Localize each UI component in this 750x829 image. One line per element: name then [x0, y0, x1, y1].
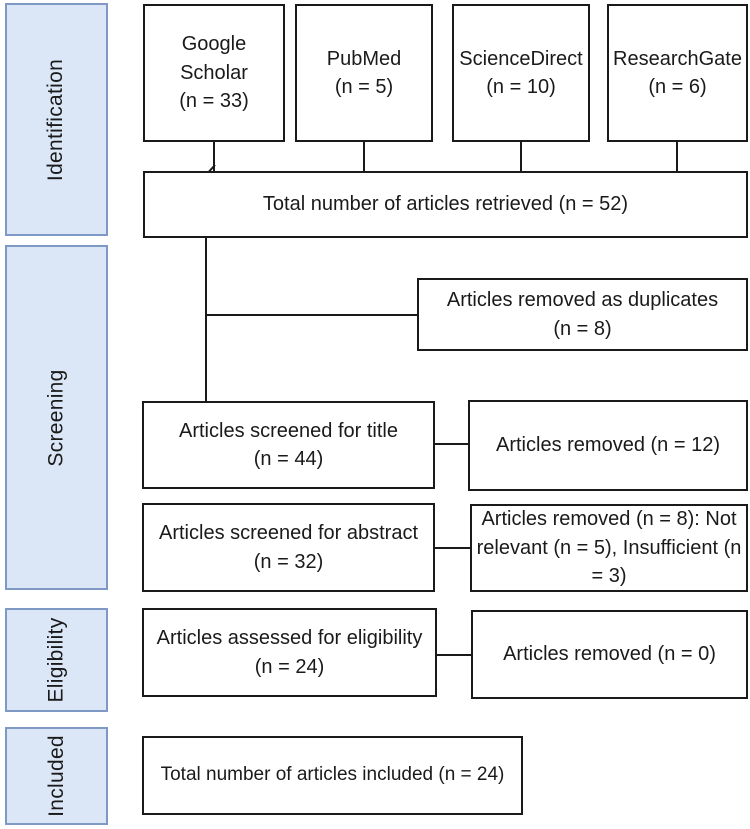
box-label: Articles screened for abstract (n = 32): [159, 522, 418, 573]
source-box-google-scholar: Google Scholar (n = 33): [143, 4, 285, 142]
source-box-pubmed: PubMed (n = 5): [295, 4, 433, 142]
stage-identification: Identification: [5, 3, 108, 236]
box-label: Total number of articles included (n = 2…: [160, 764, 505, 786]
stage-label: Screening: [44, 368, 68, 467]
flow-box-removed-duplicates: Articles removed as duplicates (n = 8): [417, 278, 748, 351]
box-label: Total number of articles retrieved (n = …: [262, 193, 629, 216]
source-box-sciencedirect: ScienceDirect (n = 10): [452, 4, 590, 142]
box-label: ResearchGate (n = 6): [613, 47, 742, 98]
box-label: PubMed (n = 5): [326, 47, 402, 98]
flow-box-screened-title: Articles screened for title (n = 44): [142, 401, 435, 489]
stage-included: Included: [5, 727, 108, 825]
box-label: Articles removed (n = 12): [496, 434, 720, 457]
box-label: ScienceDirect (n = 10): [459, 47, 583, 98]
stage-label: Eligibility: [44, 617, 68, 703]
stage-label: Included: [44, 735, 68, 817]
stage-screening: Screening: [5, 245, 108, 590]
box-label: Articles removed (n = 8): Not relevant (…: [476, 508, 742, 588]
flow-box-total-included: Total number of articles included (n = 2…: [142, 736, 523, 815]
stage-eligibility: Eligibility: [5, 608, 108, 712]
stage-label: Identification: [44, 58, 68, 181]
flow-box-assessed-eligibility: Articles assessed for eligibility (n = 2…: [142, 608, 437, 697]
box-label: Google Scholar (n = 33): [179, 33, 249, 113]
source-box-researchgate: ResearchGate (n = 6): [607, 4, 748, 142]
flow-box-removed-abstract: Articles removed (n = 8): Not relevant (…: [470, 504, 748, 592]
flow-box-total-retrieved: Total number of articles retrieved (n = …: [143, 171, 748, 238]
box-label: Articles assessed for eligibility (n = 2…: [156, 627, 423, 678]
box-label: Articles screened for title (n = 44): [179, 419, 398, 470]
flow-box-removed-eligibility: Articles removed (n = 0): [471, 610, 748, 699]
flow-box-screened-abstract: Articles screened for abstract (n = 32): [142, 503, 435, 592]
flow-box-removed-title: Articles removed (n = 12): [468, 400, 748, 491]
box-label: Articles removed (n = 0): [503, 643, 716, 666]
box-label: Articles removed as duplicates (n = 8): [446, 289, 719, 340]
